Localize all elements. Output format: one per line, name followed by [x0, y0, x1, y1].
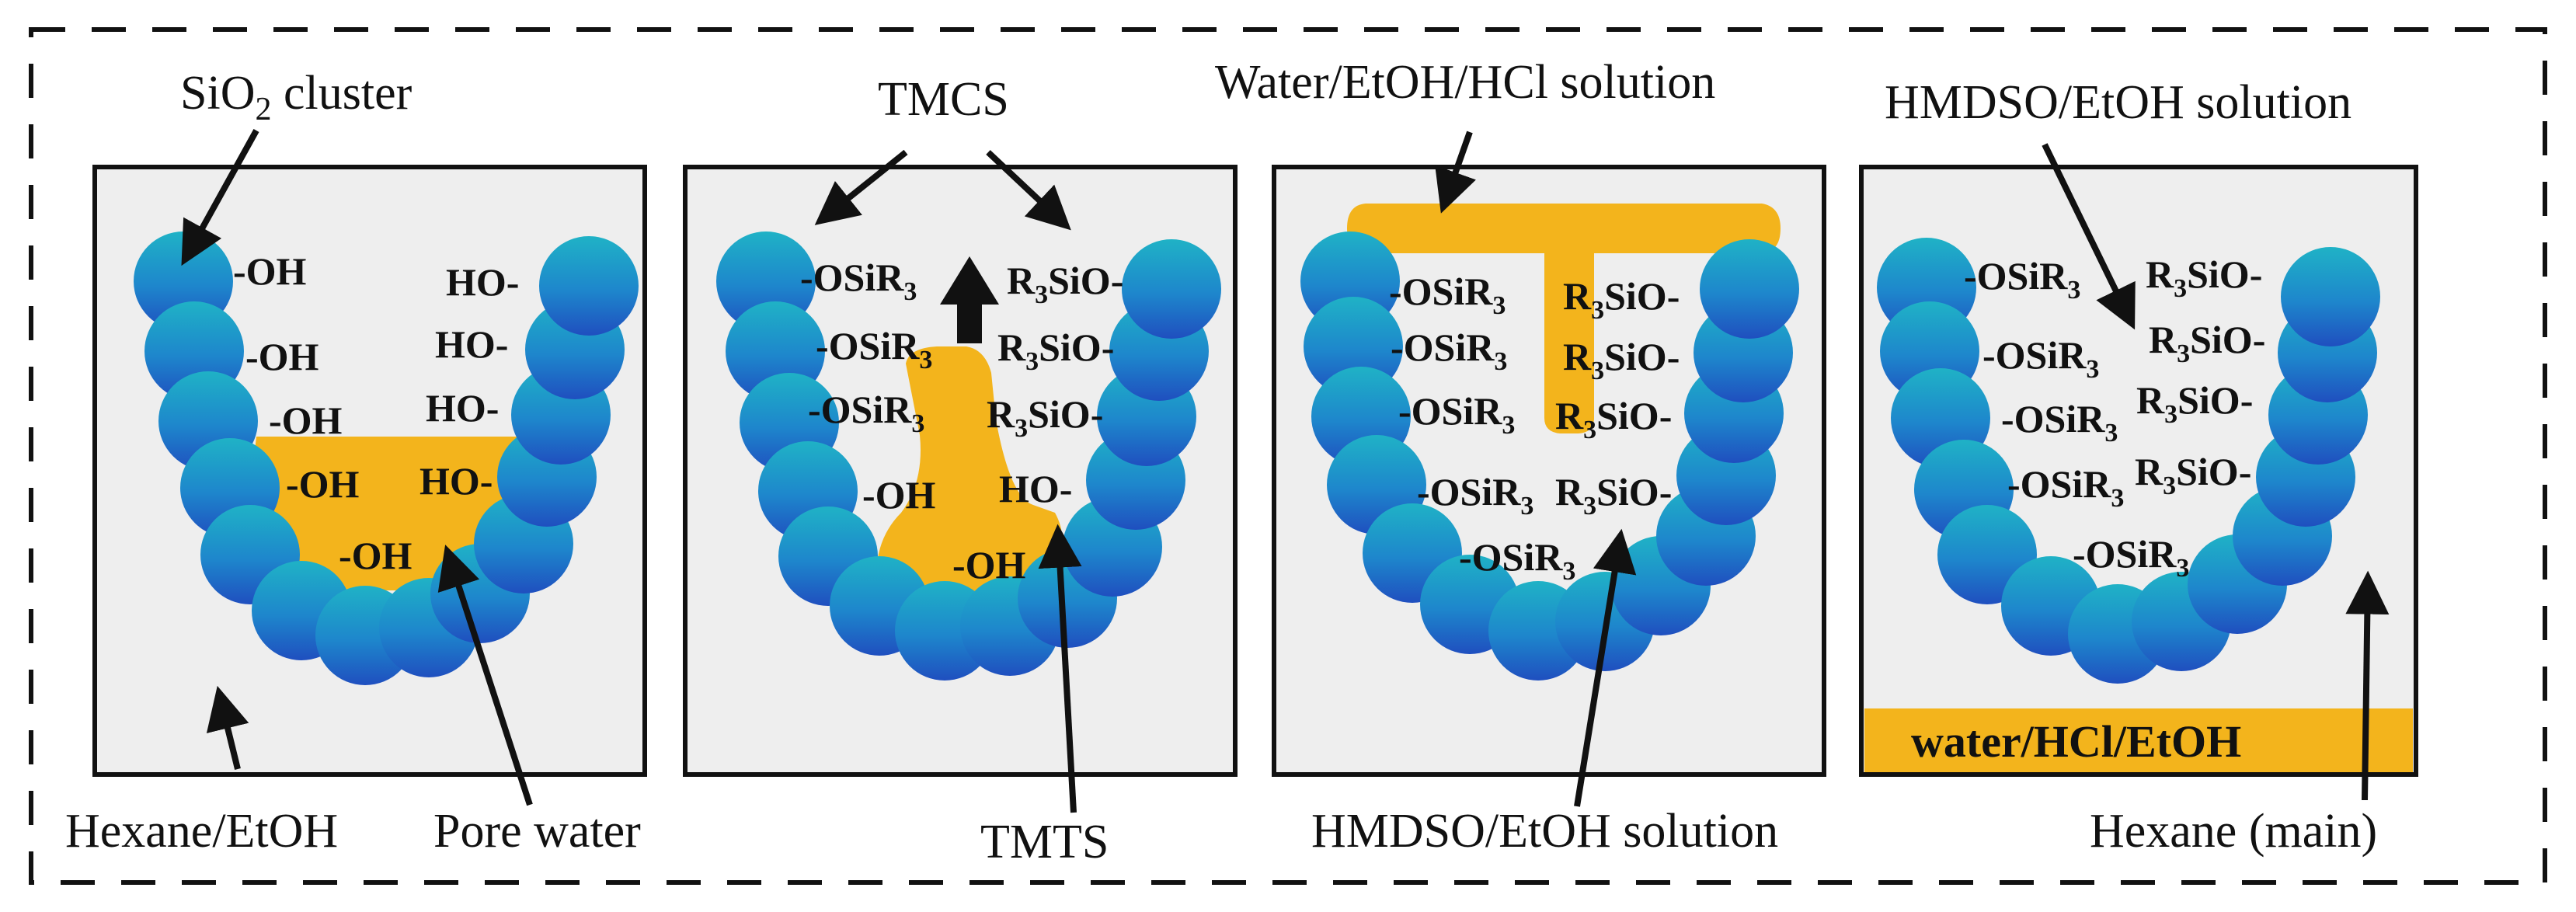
tmts-label: TMTS	[980, 816, 1109, 868]
silanol-capped-group: R3SiO-	[1563, 274, 1680, 325]
trimethylsilyl-group: -OSiR3	[1391, 325, 1507, 376]
silanol-capped-group: R3SiO-	[1555, 470, 1672, 520]
silica-sphere	[539, 236, 639, 336]
trimethylsilyl-group: -OSiR3	[1398, 389, 1515, 440]
hydroxyl-group: -OH	[952, 543, 1026, 587]
panel-4: water/HCl/EtOH -OSiR3 -OSiR3 -OSiR3 -OSi…	[1859, 76, 2418, 858]
silanol-capped-group: R3SiO-	[1555, 394, 1672, 444]
silanol-capped-group: R3SiO-	[2135, 450, 2251, 500]
panel-1: -OH -OH -OH -OH -OH HO- HO- HO- HO- SiO2…	[65, 67, 647, 858]
trimethylsilyl-group: -OSiR3	[1964, 254, 2080, 305]
trimethylsilyl-group: -OSiR3	[1982, 333, 2099, 384]
silanol-capped-group: R3SiO-	[2146, 252, 2262, 303]
silanol-capped-group: R3SiO-	[997, 325, 1114, 376]
silanol-capped-group: R3SiO-	[2136, 378, 2253, 429]
arrow-water-etoh-hcl	[1435, 131, 1476, 214]
water-hcl-etoh-bar-label: water/HCl/EtOH	[1911, 716, 2241, 767]
silanol-capped-group: R3SiO-	[987, 392, 1103, 443]
hmdso-etoh-bottom-label: HMDSO/EtOH solution	[1311, 805, 1778, 858]
hmdso-etoh-top-label: HMDSO/EtOH solution	[1885, 76, 2351, 129]
arrow-tmts	[1038, 524, 1082, 813]
hexane-main-label: Hexane (main)	[2090, 805, 2377, 858]
panel-1-spheres	[134, 231, 639, 685]
bottom-solution-layer	[1864, 708, 2413, 772]
trimethylsilyl-group: -OSiR3	[1389, 270, 1506, 320]
hydroxyl-group: HO-	[419, 459, 493, 503]
panel-4-spheres	[1877, 238, 2380, 684]
silica-sphere	[1700, 239, 1799, 339]
hydroxyl-group: -OH	[269, 399, 343, 442]
hydroxyl-group: -OH	[245, 335, 319, 378]
trimethylsilyl-group: -OSiR3	[816, 324, 932, 374]
arrow-pore-water	[437, 545, 533, 806]
tmts-liquid	[876, 346, 1063, 606]
hydroxyl-group: HO-	[435, 322, 508, 366]
tmcs-label: TMCS	[878, 73, 1009, 126]
arrow-hexane-etoh	[206, 685, 249, 770]
silica-sphere	[1122, 239, 1221, 339]
hydroxyl-group: -OH	[339, 534, 413, 577]
water-etoh-hcl-label: Water/EtOH/HCl solution	[1215, 56, 1715, 109]
trimethylsilyl-group: -OSiR3	[1417, 470, 1533, 520]
trimethylsilyl-group: -OSiR3	[2001, 397, 2118, 447]
silanol-capped-group: R3SiO-	[1007, 259, 1123, 309]
silica-sphere	[2281, 247, 2380, 346]
trimethylsilyl-group: -OSiR3	[1459, 535, 1575, 586]
panel-2: -OSiR3 -OSiR3 -OSiR3 -OH -OH R3SiO- R3Si…	[683, 73, 1238, 868]
vapor-up-arrow	[940, 256, 999, 343]
silanol-capped-group: R3SiO-	[1563, 335, 1680, 385]
arrow-sio2-cluster	[181, 129, 259, 266]
hydroxyl-group: HO-	[446, 260, 519, 304]
trimethylsilyl-group: -OSiR3	[800, 256, 917, 306]
arrow-tmcs-right	[986, 150, 1071, 231]
trimethylsilyl-group: -OSiR3	[2073, 532, 2189, 583]
sio2-cluster-label: SiO2 cluster	[180, 67, 413, 127]
trimethylsilyl-group: -OSiR3	[2007, 462, 2124, 513]
silanol-capped-group: R3SiO-	[2149, 318, 2265, 368]
panel-3: -OSiR3 -OSiR3 -OSiR3 -OSiR3 -OSiR3 R3SiO…	[1215, 56, 1826, 858]
arrow-hmdso-bottom	[1574, 528, 1637, 807]
hydroxyl-group: -OH	[286, 462, 360, 506]
washing-solution-liquid	[1347, 204, 1781, 433]
trimethylsilyl-group: -OSiR3	[808, 388, 924, 438]
pore-water-label: Pore water	[433, 805, 641, 858]
hydroxyl-group: HO-	[426, 386, 499, 430]
hydroxyl-group: HO-	[999, 467, 1072, 510]
hydroxyl-group: -OH	[862, 473, 936, 517]
hexane-etoh-label: Hexane/EtOH	[65, 805, 338, 858]
arrow-hexane-main	[2345, 570, 2390, 801]
arrow-hmdso-top	[2042, 143, 2136, 330]
outer-dashed-frame	[29, 27, 2547, 885]
panel-2-spheres	[716, 231, 1221, 681]
arrow-tmcs-left	[814, 149, 908, 225]
hydroxyl-group: -OH	[233, 249, 307, 293]
